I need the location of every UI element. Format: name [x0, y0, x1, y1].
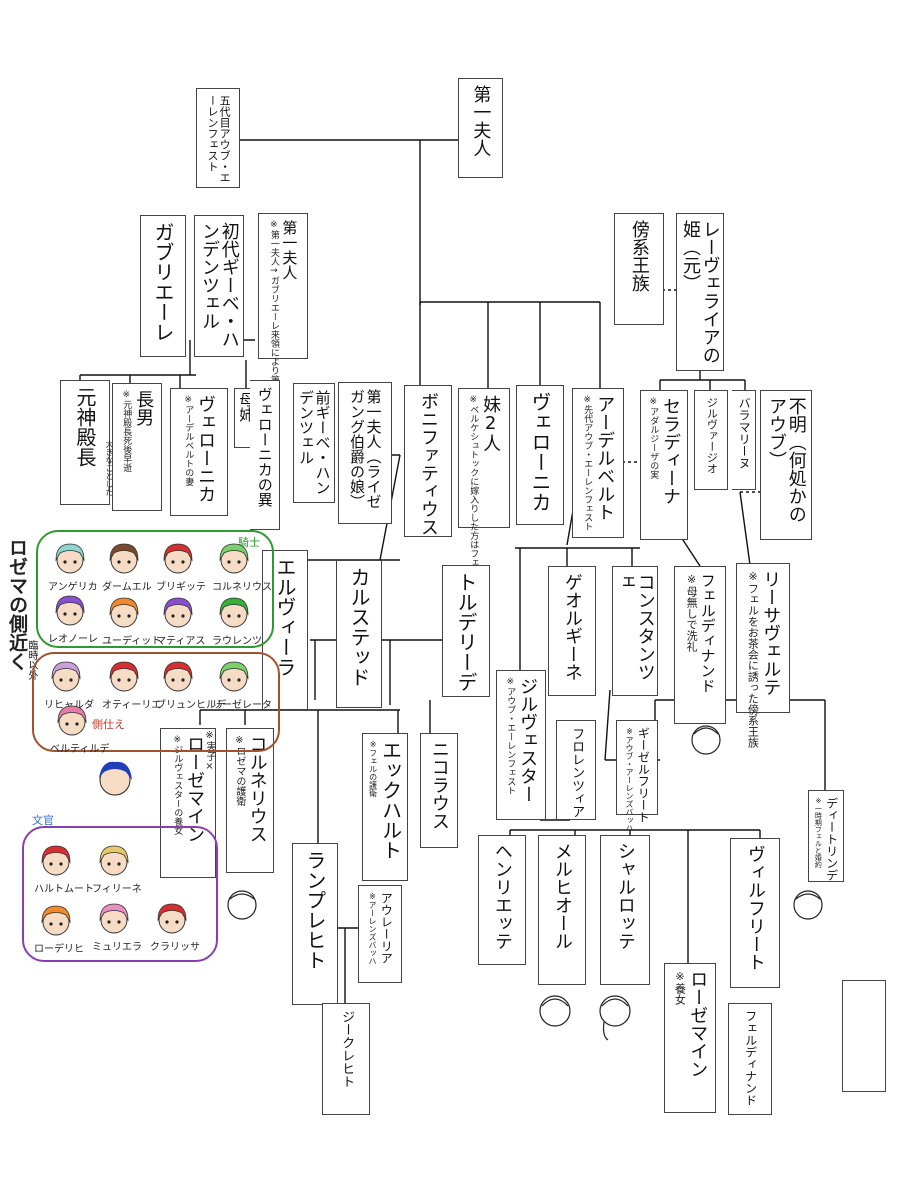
person-veronica-1: ヴェローニカ ※アーデルベルトの妻 — [170, 388, 228, 516]
person-imouto-2nin: 妹2人 ※ベルケシュトックに嫁入りした方はフェルのエスコート相手 — [458, 388, 510, 648]
person-henrietta: ヘンリエッテ — [478, 835, 526, 965]
scholar-face-icon — [99, 903, 129, 934]
person-veronica-2: ヴェローニカ — [516, 385, 564, 525]
retainers-title-note: 臨時以外 — [26, 640, 37, 680]
knight-face-icon — [219, 543, 249, 574]
person-jilvester: ジルヴェスター ※アウブ・エーレンフェスト — [496, 670, 546, 820]
person-constanze: コンスタンツェ — [612, 566, 658, 696]
scholar-face-icon — [99, 845, 129, 876]
attendant-face-icon — [219, 661, 249, 692]
knight-name: ブリギッテ — [156, 582, 206, 593]
person-bokei-ouzoku: 傍系王族 — [614, 213, 664, 325]
person-daiichi-fujin-top: 第一夫人 — [458, 78, 503, 178]
attendant-face-icon — [51, 661, 81, 692]
person-cornelius: コルネリウス ※ロゼマの護衛 — [226, 728, 274, 873]
attendant-name: リヒャルダ — [44, 700, 94, 711]
person-gabriele: ガブリエーレ — [140, 215, 186, 357]
person-ferdinand-2: フェルディナンド — [728, 1003, 772, 1115]
person-aurelia: アウレーリア ※アーレンズバッハ — [358, 885, 402, 983]
attendant-name: リーゼレータ — [212, 700, 272, 711]
knights-tag: 騎士 — [238, 536, 260, 549]
person-mae-giebe: 前ギーベ・ハンデンツェル — [293, 383, 335, 503]
knight-face-icon — [55, 543, 85, 574]
person-florencia: フロレンツィア — [556, 720, 596, 820]
knight-face-icon — [163, 597, 193, 628]
person-lamprecht: ランプレヒト — [292, 843, 338, 1005]
person-detlinde: ディートリンデ ※一時期フェルと婚約 — [808, 790, 844, 882]
person-seladina: セラディーナ ※アダルジーザの実 — [640, 390, 688, 540]
scholars-group — [22, 826, 218, 962]
scholar-face-icon — [157, 903, 187, 934]
knight-name: マティアス — [156, 636, 206, 647]
scholar-name: ハルトムート — [34, 884, 94, 895]
person-rozemyne-1: ローゼマイン ※ジルヴェスターの養女 — [160, 728, 216, 878]
person-fumei: 不明（何処かのアウブ） — [760, 390, 812, 540]
knight-name: アンゲリカ — [48, 582, 98, 593]
person-veronica-no-i: ヴェローニカの異 — [250, 380, 280, 530]
person-daiichi-fujin-3: 第一夫人（ライゼガング伯爵の娘） — [338, 382, 392, 524]
scholar-name: フィリーネ — [92, 884, 142, 895]
attendant-face-icon — [57, 705, 87, 736]
person-riesaguelte: リーサヴェルテ ※フェルをお茶会に誘った傍系王族 — [736, 563, 790, 748]
face-sketch-icon — [599, 995, 631, 1041]
scholar-name: クラリッサ — [150, 942, 200, 953]
knights-group — [36, 530, 274, 648]
person-baramarine: バラマリーヌ — [732, 390, 756, 490]
person-trudeliede: トルデリーデ — [442, 565, 490, 697]
knight-face-icon — [109, 597, 139, 628]
attendant-name: ベルティルデ — [50, 744, 110, 755]
knight-name: コルネリウス — [212, 582, 272, 593]
attendant-name: ブリュンヒルデ — [156, 700, 226, 711]
knight-face-icon — [55, 595, 85, 626]
person-adelbert: アーデルベルト ※先代アウブ・エーレンフェスト — [572, 388, 624, 538]
knight-name: レオノーレ — [48, 634, 98, 645]
person-melchior: メルヒオール — [538, 835, 586, 985]
attendants-group — [32, 652, 280, 752]
knight-name: ユーディット — [102, 636, 162, 647]
face-sketch-icon — [691, 725, 721, 755]
attendants-tag: 側仕え — [92, 718, 125, 731]
attendant-name: オティーリエ — [102, 700, 162, 711]
face-sketch-icon — [793, 890, 823, 920]
retainers-title: ロゼマの側近く — [6, 538, 28, 671]
scholar-name: ローデリヒ — [34, 944, 84, 955]
knight-face-icon — [109, 543, 139, 574]
attendant-face-icon — [163, 661, 193, 692]
scholars-tag: 文官 — [32, 814, 54, 827]
face-sketch-icon — [99, 761, 132, 796]
person-ferdinand-1: フェルディナンド ※母無しで洗礼 — [674, 566, 726, 724]
empty-box — [842, 980, 886, 1092]
knight-face-icon — [163, 543, 193, 574]
person-wilfried: ヴィルフリート — [730, 838, 780, 988]
face-sketch-icon — [227, 890, 257, 920]
knight-name: ダームエル — [102, 582, 152, 593]
person-jilvagio: ジルヴァージオ — [694, 390, 728, 490]
attendant-face-icon — [109, 661, 139, 692]
person-moto-shindencho: 元神殿長 — [60, 380, 110, 505]
person-georgine: ゲオルギーネ — [548, 566, 596, 696]
person-godaime-aub: 五代目アウブ・エーレンフェスト — [196, 88, 240, 188]
knight-face-icon — [219, 597, 249, 628]
person-daiichi-fujin-2: 第一夫人 ※第一夫人→ガブリエーレ来領により第二夫人→第一夫人 — [258, 213, 308, 457]
person-eckhart: エックハルト ※フェルの護衛 — [362, 733, 408, 881]
scholar-face-icon — [41, 905, 71, 936]
person-shodai-giebe: 初代ギーベ・ハンデンツェル — [194, 215, 244, 357]
person-chounan: 長男 ※元神殿長死後早逝 — [112, 383, 162, 511]
scholar-name: ミュリエラ — [92, 942, 142, 953]
person-rozemyne-2: ローゼマイン ※養女 — [664, 963, 716, 1113]
person-nikolaus: ニコラウス — [420, 733, 458, 848]
knight-name: ラウレンツ — [212, 636, 262, 647]
moto-shindencho-handwritten: 大きなことした — [105, 440, 114, 496]
person-charlotte: シャルロッテ — [600, 835, 650, 985]
person-levelaia: レーヴェライアの姫（元） — [676, 213, 724, 371]
person-karstedt: カルステッド — [336, 560, 382, 708]
person-giebelfried: ギーゼルフリート ※アウブ・アーレンズバッハ — [616, 720, 658, 832]
face-sketch-icon — [539, 995, 571, 1027]
person-bonifatius: ボニファティウス — [404, 385, 452, 537]
person-siegrecht: ジークレヒト — [322, 1003, 370, 1115]
scholar-face-icon — [41, 845, 71, 876]
